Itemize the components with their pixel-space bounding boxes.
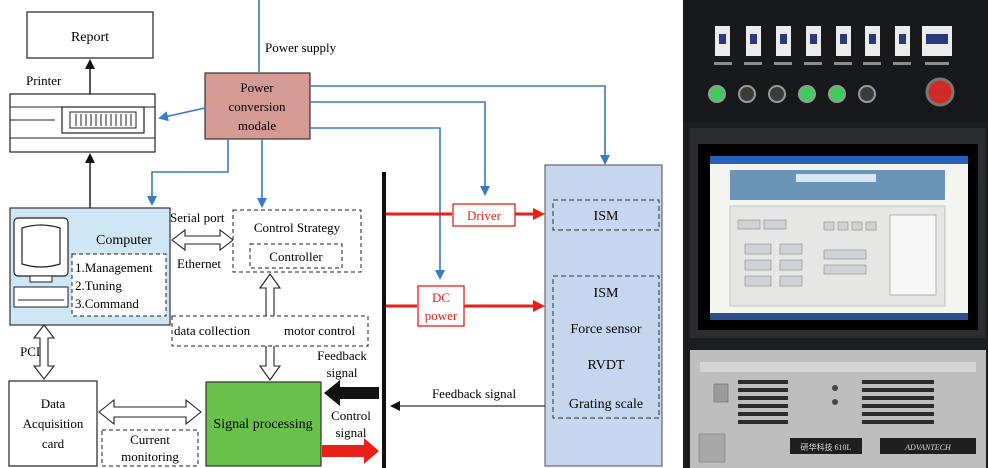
control-signal-line-2: signal xyxy=(335,425,366,440)
power-module-line-1: Power xyxy=(240,80,274,95)
emergency-stop-button-icon xyxy=(925,77,955,107)
control-signal-red-arrow xyxy=(322,438,379,464)
driver-label: Driver xyxy=(467,208,502,223)
computer-label: Computer xyxy=(96,233,152,248)
control-strategy-label: Control Strategy xyxy=(254,220,341,235)
data-collection-motor-control-box xyxy=(171,315,369,347)
serial-port-label: Serial port xyxy=(170,210,225,225)
power-module-line-3: modale xyxy=(238,118,276,133)
arrow-power-to-ism-group xyxy=(310,85,610,165)
controller-box xyxy=(249,243,343,269)
arrow-power-to-dc xyxy=(310,127,445,280)
signal-processing-box xyxy=(205,381,322,467)
computer-item-tuning: 2.Tuning xyxy=(75,278,122,293)
current-monitoring-line-2: monitoring xyxy=(121,449,179,464)
ism-top-box xyxy=(552,199,660,231)
arrow-power-to-driver xyxy=(310,101,490,196)
ism-top-label: ISM xyxy=(594,209,619,224)
current-monitoring-line-1: Current xyxy=(130,432,170,447)
feedback-signal-black-arrow xyxy=(324,380,379,406)
printer-icon xyxy=(9,93,156,153)
daq-line-1: Data xyxy=(41,396,66,411)
arrow-power-to-computer xyxy=(147,139,229,206)
power-conversion-module xyxy=(204,72,311,140)
data-collection-label: data collection xyxy=(174,323,251,338)
power-module-line-2: conversion xyxy=(228,99,286,114)
indicator-light-icons xyxy=(708,85,876,103)
ethernet-label: Ethernet xyxy=(177,256,221,271)
computer-item-command: 3.Command xyxy=(75,296,139,311)
grating-scale-label: Grating scale xyxy=(569,397,643,412)
pci-double-arrow xyxy=(32,324,56,380)
rvdt-label: RVDT xyxy=(588,358,625,373)
computer-icon xyxy=(13,217,69,308)
signal-processing-label: Signal processing xyxy=(213,417,312,432)
power-supply-label: Power supply xyxy=(265,40,337,55)
daq-signal-double-arrow xyxy=(98,398,202,426)
arrow-power-to-printer xyxy=(158,107,206,122)
pc-vent-grilles xyxy=(738,380,934,424)
daq-line-3: card xyxy=(42,436,65,451)
computer-control-double-arrow xyxy=(171,228,234,252)
screen-title-bar xyxy=(710,156,968,164)
feedback-signal-left-line-1: Feedback xyxy=(317,348,367,363)
force-sensor-label: Force sensor xyxy=(570,322,641,337)
report-label: Report xyxy=(71,30,109,45)
ism-label: ISM xyxy=(594,286,619,301)
daq-line-2: Acquisition xyxy=(23,416,84,431)
dc-power-line-1: DC xyxy=(432,290,450,305)
pc-brand-label: ADVANTECH xyxy=(904,443,952,452)
feedback-signal-left-line-2: signal xyxy=(326,365,357,380)
pc-model-label: 研华科技 610L xyxy=(801,442,852,452)
motor-control-label: motor control xyxy=(284,323,356,338)
report-box xyxy=(26,11,154,59)
dc-power-line-2: power xyxy=(425,308,458,323)
pci-label: PCI xyxy=(20,344,40,359)
computer-item-management: 1.Management xyxy=(75,260,153,275)
breaker-switch-icons xyxy=(715,26,952,56)
breaker-caption-marks xyxy=(714,62,949,65)
printer-label: Printer xyxy=(26,73,62,88)
ism-sensors-box xyxy=(552,275,660,419)
ism-group-box xyxy=(544,164,663,467)
data-acquisition-card-box xyxy=(8,380,98,467)
feedback-signal-right-label: Feedback signal xyxy=(432,386,517,401)
equipment-cabinet-photo: 研华科技 610L ADVANTECH xyxy=(683,0,988,468)
current-monitoring-box xyxy=(101,429,199,467)
controller-label: Controller xyxy=(269,249,323,264)
computer-functions-box xyxy=(71,253,167,317)
control-signal-line-1: Control xyxy=(331,408,371,423)
screen-taskbar xyxy=(710,313,968,320)
